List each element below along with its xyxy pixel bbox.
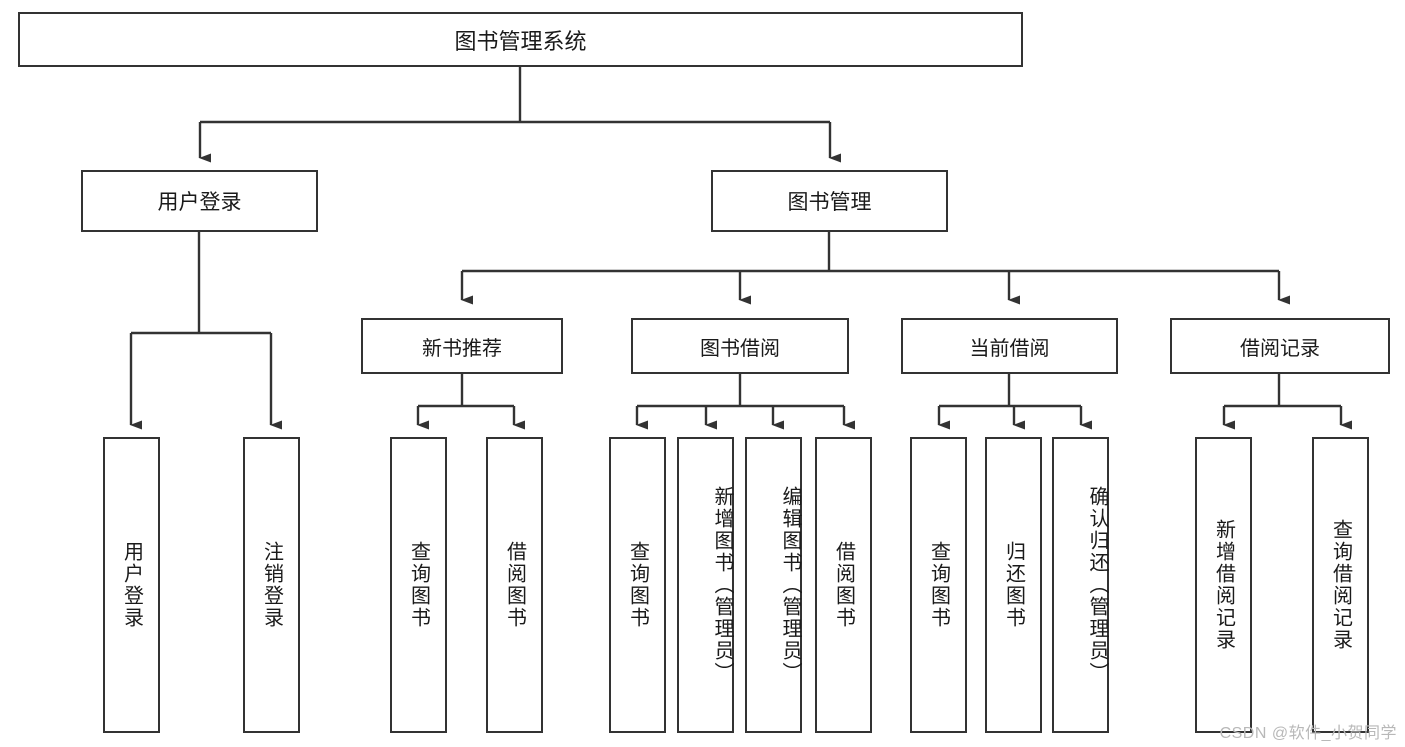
node-label: 新增借阅记录	[1212, 519, 1235, 651]
node-label: 查询图书	[407, 541, 430, 629]
node-root-book-management-system[interactable]: 图书管理系统	[18, 12, 1023, 67]
leaf-borrow-record-add-record[interactable]: 新增借阅记录	[1195, 437, 1252, 733]
leaf-current-borrow-query-book[interactable]: 查询图书	[910, 437, 967, 733]
node-label: 查询图书	[927, 541, 950, 629]
leaf-book-borrow-add-book-admin[interactable]: 新增图书（管理员）	[677, 437, 734, 733]
node-label: 借阅图书	[832, 541, 855, 629]
node-label: 图书管理系统	[454, 28, 587, 54]
node-label: 归还图书	[1002, 541, 1025, 629]
node-label: 注销登录	[260, 541, 283, 629]
leaf-book-borrow-borrow-book[interactable]: 借阅图书	[815, 437, 872, 733]
node-label: 用户登录	[157, 191, 242, 214]
node-current-borrow[interactable]: 当前借阅	[901, 318, 1118, 374]
leaf-book-borrow-query-book[interactable]: 查询图书	[609, 437, 666, 733]
watermark-text: CSDN @软件_小贺同学	[1219, 725, 1397, 742]
leaf-current-borrow-return-book[interactable]: 归还图书	[985, 437, 1042, 733]
node-label: 图书管理	[787, 191, 872, 214]
leaf-current-borrow-confirm-return-admin[interactable]: 确认归还（管理员）	[1052, 437, 1109, 733]
node-label: 借阅图书	[503, 541, 526, 629]
node-book-management[interactable]: 图书管理	[711, 170, 948, 232]
leaf-new-book-query-book[interactable]: 查询图书	[390, 437, 447, 733]
node-label: 查询图书	[626, 541, 649, 629]
node-borrow-record[interactable]: 借阅记录	[1170, 318, 1390, 374]
node-label: 确认归还（管理员）	[1086, 486, 1108, 684]
node-label: 借阅记录	[1240, 337, 1320, 360]
node-label: 当前借阅	[969, 337, 1050, 360]
node-label: 新增图书（管理员）	[711, 486, 733, 684]
leaf-new-book-borrow-book[interactable]: 借阅图书	[486, 437, 543, 733]
node-user-login[interactable]: 用户登录	[81, 170, 318, 232]
node-new-book-recommend[interactable]: 新书推荐	[361, 318, 563, 374]
node-label: 用户登录	[120, 541, 143, 629]
node-label: 图书借阅	[700, 337, 780, 360]
leaf-user-login-logout[interactable]: 注销登录	[243, 437, 300, 733]
node-label: 新书推荐	[422, 337, 502, 360]
leaf-borrow-record-query-record[interactable]: 查询借阅记录	[1312, 437, 1369, 733]
leaf-book-borrow-edit-book-admin[interactable]: 编辑图书（管理员）	[745, 437, 802, 733]
leaf-user-login-login[interactable]: 用户登录	[103, 437, 160, 733]
node-book-borrow[interactable]: 图书借阅	[631, 318, 849, 374]
node-label: 查询借阅记录	[1329, 519, 1352, 651]
node-label: 编辑图书（管理员）	[779, 486, 801, 684]
